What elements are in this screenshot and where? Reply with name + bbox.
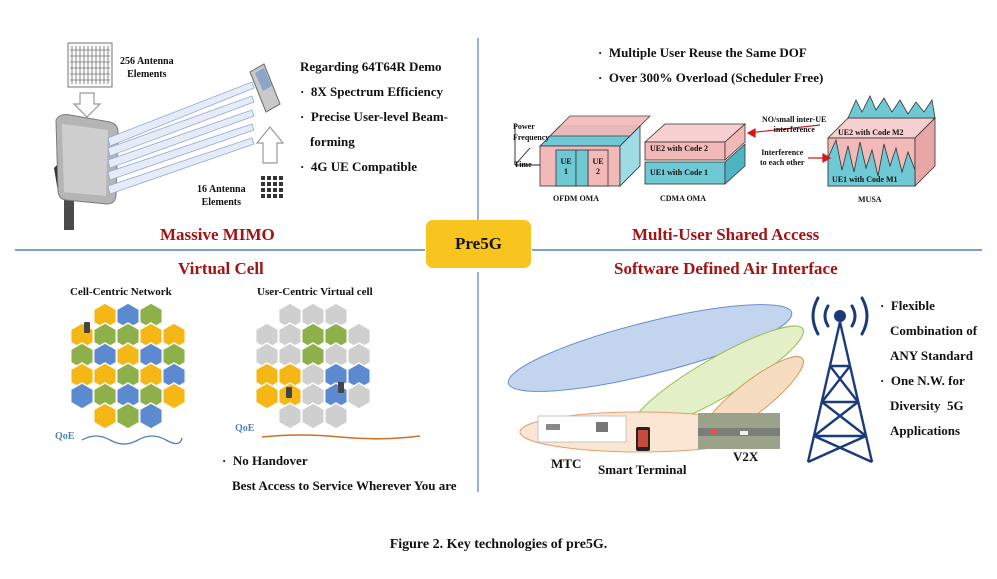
musa-arrows [746, 124, 832, 164]
antenna-16-label: 16 Antenna Elements [197, 183, 246, 209]
axis-frequency: Frequency [513, 133, 550, 142]
down-arrow-icon [72, 92, 102, 118]
tower-top [834, 310, 846, 322]
smart-phone-icon [636, 427, 650, 451]
qoe-left-wave [81, 435, 183, 445]
musa-label: MUSA [858, 195, 882, 204]
antenna-256-grid [67, 42, 113, 88]
antenna-256-line2: Elements [127, 69, 167, 80]
musa-blocks [827, 95, 936, 187]
mimo-bullet-2: · Precise User-level Beam- [300, 109, 448, 124]
axis-labels: Power Frequency [513, 121, 549, 143]
cdma-blocks [643, 123, 747, 185]
musa-title: Multi-User Shared Access [632, 225, 820, 244]
antenna-256-line1: 256 Antenna [120, 56, 174, 67]
virtual-bullet-2: Best Access to Service Wherever You are [232, 478, 457, 493]
demo-title: Regarding 64T64R Demo [300, 59, 442, 74]
sdai-line-1: · Flexible [880, 298, 935, 313]
antenna-256-label: 256 Antenna Elements [120, 55, 174, 81]
qoe-left: QoE [55, 431, 75, 442]
musa-ue1-label: UE1 with Code M1 [832, 175, 898, 184]
musa-bullet-1: · Multiple User Reuse the Same DOF [598, 45, 807, 60]
figure-caption: Figure 2. Key technologies of pre5G. [389, 537, 608, 552]
musa-ue2-label: UE2 with Code M2 [838, 128, 904, 137]
user-centric-label: User-Centric Virtual cell [257, 286, 373, 298]
mtc-image [537, 415, 627, 443]
musa-bullet-2: · Over 300% Overload (Scheduler Free) [598, 70, 824, 85]
qoe-right-wave [261, 434, 421, 440]
sdai-line-3: ANY Standard [890, 348, 973, 363]
panel-antenna [54, 114, 119, 230]
v2x-image [698, 413, 780, 449]
tower-icon [806, 321, 874, 464]
cdma-label: CDMA OMA [660, 194, 706, 203]
virtual-cell-title: Virtual Cell [178, 259, 264, 278]
cell-centric-label: Cell-Centric Network [70, 286, 172, 298]
sdai-line-2: Combination of [890, 323, 978, 338]
phone-icon [249, 63, 281, 113]
sdai-line-6: Applications [890, 423, 961, 438]
antenna-16-line2: Elements [201, 197, 242, 208]
mimo-bullet-2b: forming [310, 134, 355, 149]
v2x-label: V2X [733, 449, 759, 464]
cdma-ue2-label: UE2 with Code 2 [650, 144, 709, 153]
musa-bullets: · Multiple User Reuse the Same DOF · Ove… [598, 40, 823, 90]
phone-icon [84, 322, 344, 398]
antenna-16-line1: 16 Antenna [197, 184, 246, 195]
mimo-bullet-3: · 4G UE Compatible [300, 159, 418, 174]
cdma-ue1-label: UE1 with Code 1 [650, 168, 709, 177]
smart-terminal-label: Smart Terminal [598, 462, 687, 477]
sdai-line-5: Diversity 5G [890, 398, 964, 413]
sdai-bullets: · Flexible Combination of ANY Standard ·… [880, 293, 977, 443]
pre5g-box: Pre5G [426, 220, 531, 268]
axis-time: Time [514, 160, 532, 169]
beams [107, 81, 255, 195]
ofdm-blocks [539, 115, 651, 187]
signal-icon [811, 296, 869, 336]
mtc-label: MTC [551, 456, 582, 471]
mimo-bullet-1: · 8X Spectrum Efficiency [300, 84, 443, 99]
massive-mimo-title: Massive MIMO [160, 225, 275, 244]
axis-power: Power [513, 122, 535, 131]
axes [514, 124, 540, 166]
mimo-text: Regarding 64T64R Demo · 8X Spectrum Effi… [300, 54, 448, 179]
up-arrow-icon [255, 126, 285, 164]
sdai-title: Software Defined Air Interface [614, 259, 838, 278]
pre5g-label: Pre5G [455, 234, 502, 253]
virtual-bullet-1: · No Handover [222, 453, 308, 468]
ofdm-label: OFDM OMA [553, 194, 599, 203]
antenna-16-grid [261, 176, 283, 198]
qoe-right: QoE [235, 423, 255, 434]
sdai-line-4: · One N.W. for [880, 373, 965, 388]
